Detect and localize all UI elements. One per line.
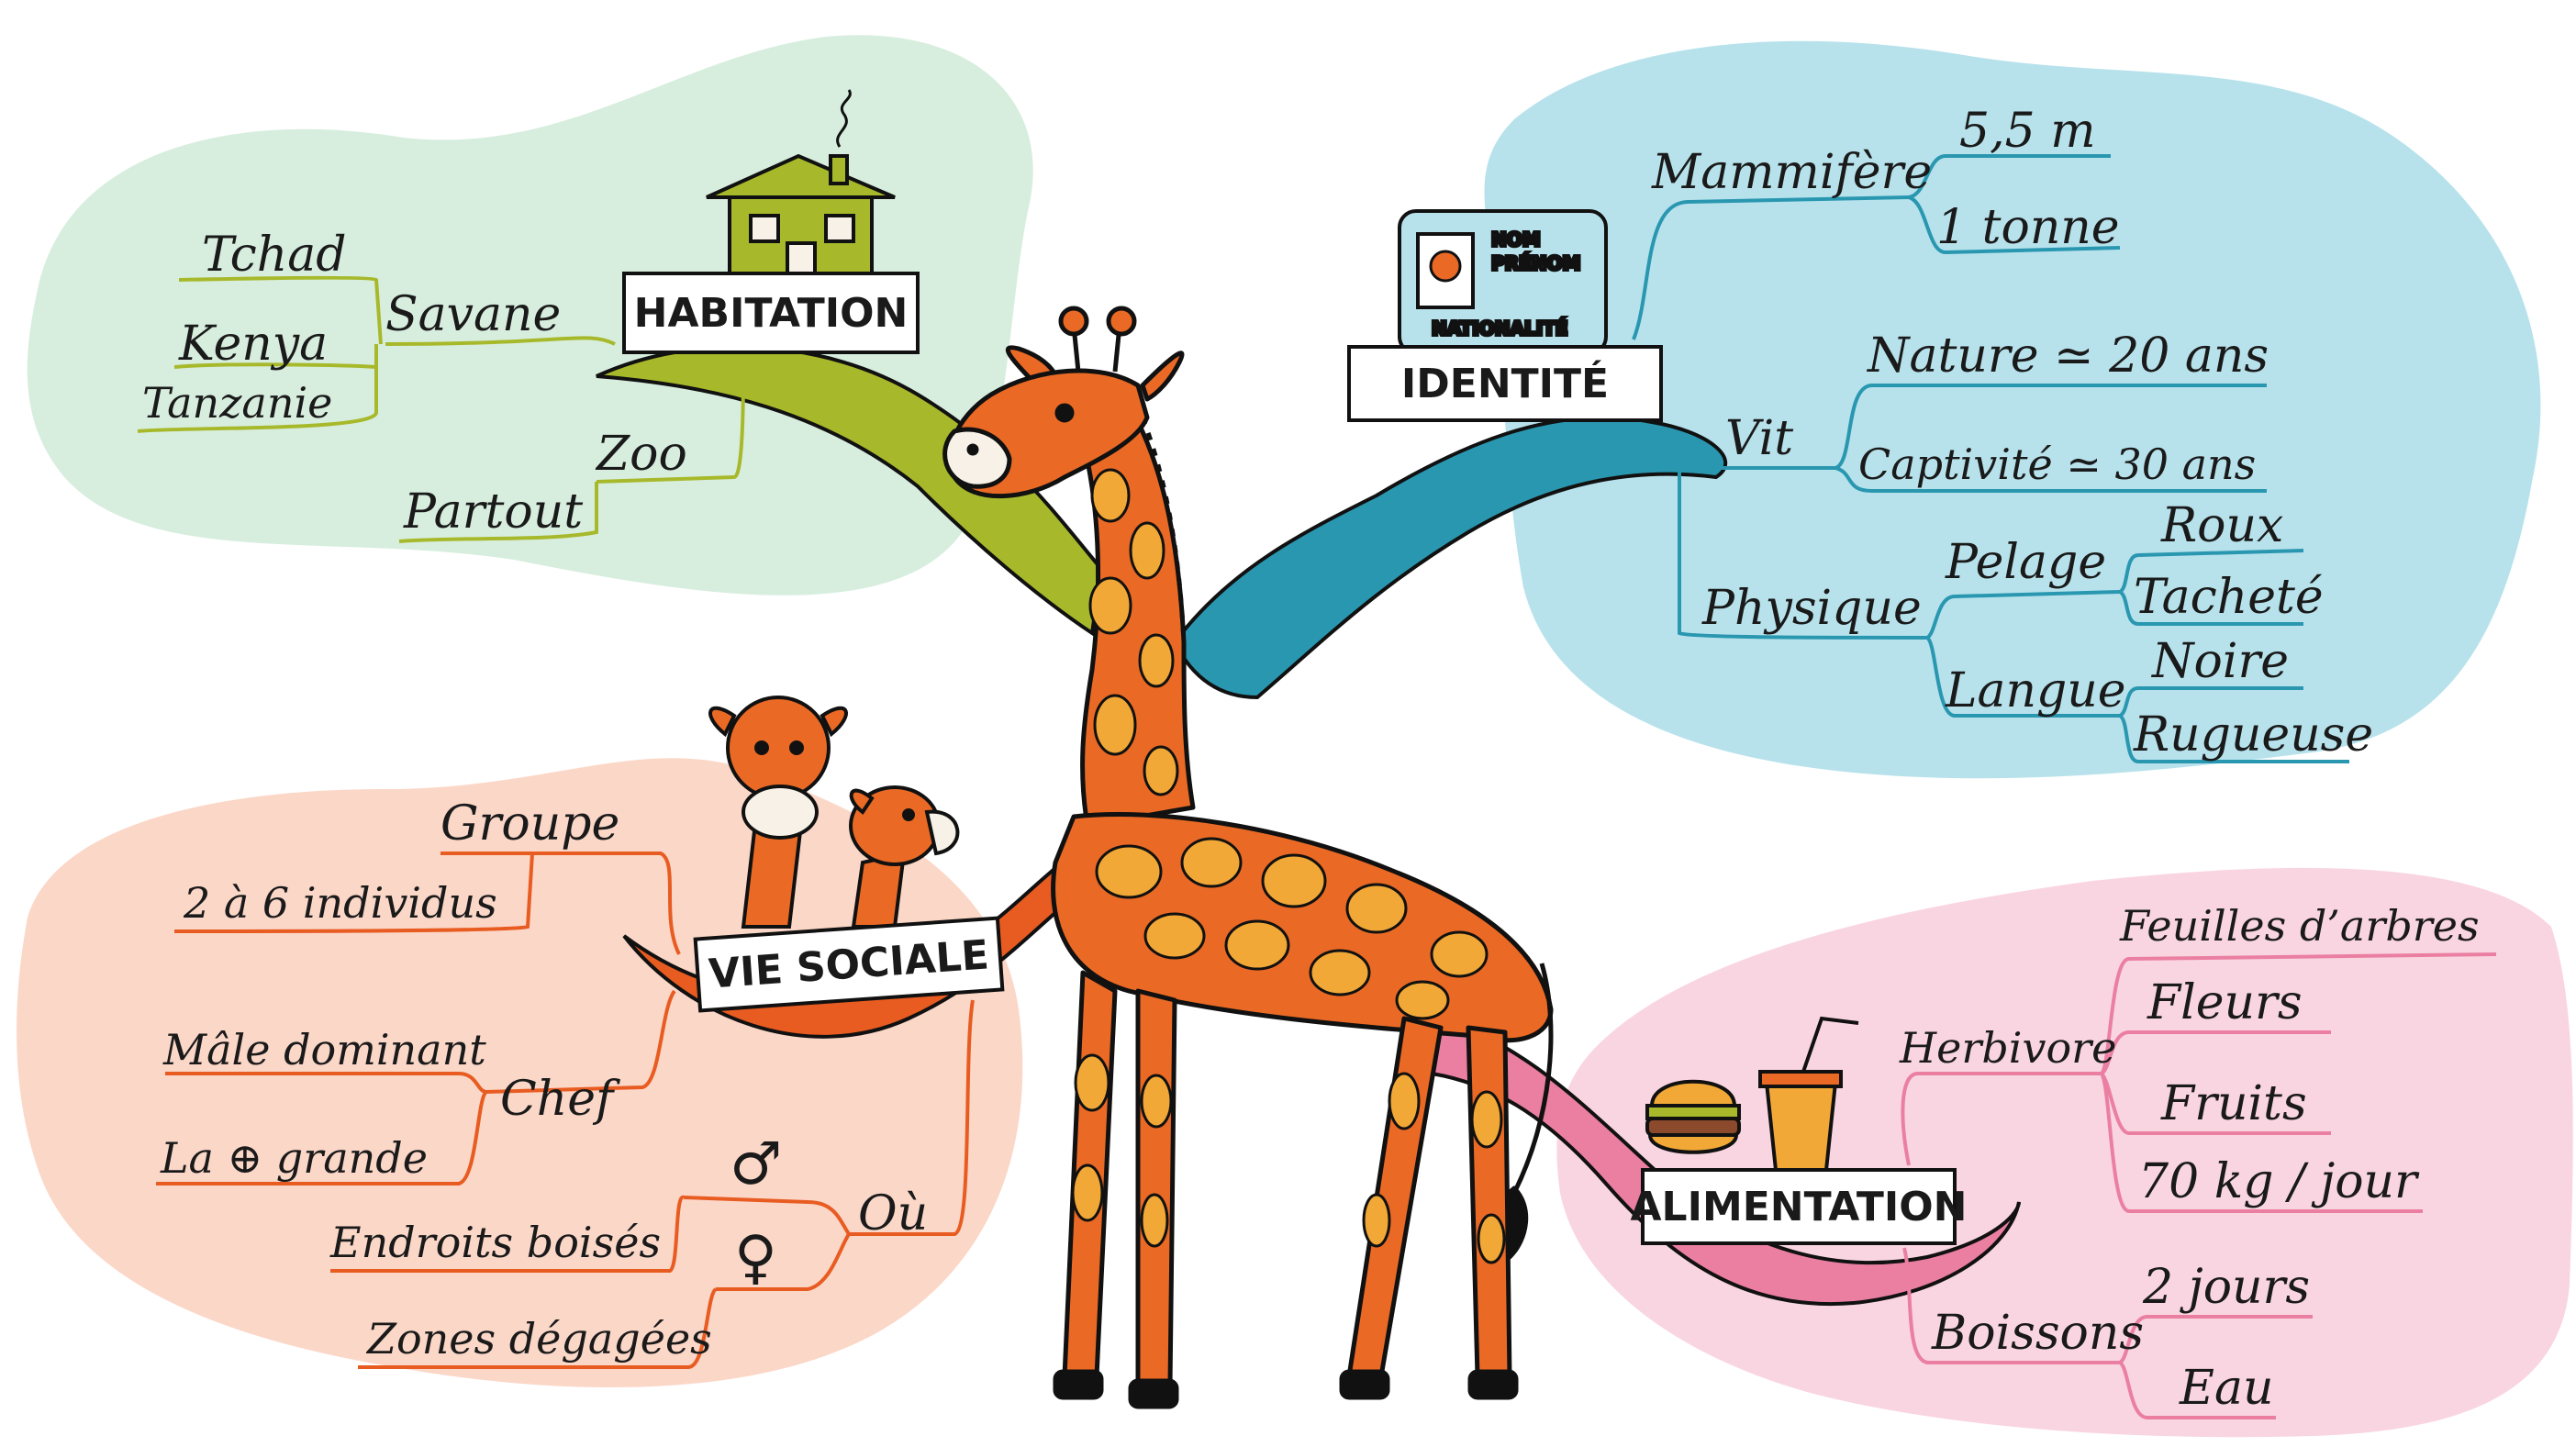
vie-sociale-groupe: Groupe <box>440 796 619 852</box>
identite-title-box: IDENTITÉ <box>1347 345 1663 422</box>
two-giraffes-icon <box>708 696 960 929</box>
identite-taille: 5,5 m <box>1959 104 2096 159</box>
habitation-title: HABITATION <box>634 290 909 337</box>
habitation-title-box: HABITATION <box>622 272 920 354</box>
alimentation-boissons: Boissons <box>1931 1306 2144 1361</box>
vie-sociale-title-box: VIE SOCIALE <box>693 916 1005 1013</box>
habitation-kenya: Kenya <box>178 317 328 372</box>
vie-sociale-la-plus-grande: La ⊕ grande <box>160 1133 428 1183</box>
identite-langue: Langue <box>1945 663 2126 718</box>
habitation-lines <box>137 275 745 543</box>
identite-physique: Physique <box>1701 581 1922 636</box>
identite-rugueuse: Rugueuse <box>2133 707 2373 762</box>
identite-nature: Nature ≃ 20 ans <box>1866 328 2269 384</box>
identite-mammifere: Mammifère <box>1651 145 1932 200</box>
alimentation-title: ALIMENTATION <box>1631 1184 1968 1230</box>
habitation-zoo: Zoo <box>595 427 687 482</box>
habitation-tchad: Tchad <box>202 228 347 283</box>
habitation-partout: Partout <box>403 484 583 540</box>
vie-sociale-ou: Où <box>858 1186 928 1241</box>
alimentation-fleurs: Fleurs <box>2147 975 2303 1030</box>
alimentation-feuilles: Feuilles d’arbres <box>2119 901 2480 951</box>
identite-zone <box>1484 40 2541 779</box>
vie-sociale-male-dominant: Mâle dominant <box>162 1025 486 1074</box>
alimentation-herbivore: Herbivore <box>1899 1023 2116 1073</box>
vie-sociale-lines <box>156 852 975 1369</box>
identite-poids: 1 tonne <box>1936 200 2120 255</box>
alimentation-eau: Eau <box>2179 1361 2273 1416</box>
identite-title: IDENTITÉ <box>1401 359 1609 407</box>
alimentation-quantite: 70 kg / jour <box>2138 1154 2420 1209</box>
habitation-tanzanie: Tanzanie <box>142 378 332 428</box>
identite-noire: Noire <box>2150 634 2289 689</box>
identite-branch <box>1172 415 1728 700</box>
identite-tachete: Tacheté <box>2134 570 2324 625</box>
card-nom: NOM <box>1491 228 1541 250</box>
vie-sociale-zones-degagees: Zones dégagées <box>365 1314 712 1364</box>
giraffe-illustration <box>942 306 1554 1409</box>
identite-roux: Roux <box>2160 498 2283 553</box>
alimentation-title-box: ALIMENTATION <box>1631 1168 1968 1245</box>
male-symbol: ♂ <box>730 1130 782 1198</box>
alimentation-deux-jours: 2 jours <box>2142 1260 2310 1315</box>
id-card-icon: NOM PRÉNOM NATIONALITÉ <box>1398 209 1608 355</box>
identite-lines <box>1632 154 2349 763</box>
identite-pelage: Pelage <box>1945 535 2106 590</box>
female-symbol: ♀ <box>734 1224 777 1292</box>
identite-captivite: Captivité ≃ 30 ans <box>1858 440 2256 489</box>
identite-vit: Vit <box>1725 411 1793 466</box>
vie-sociale-endroits-boises: Endroits boisés <box>329 1218 661 1267</box>
vie-sociale-individus: 2 à 6 individus <box>183 878 497 928</box>
alimentation-fruits: Fruits <box>2160 1076 2307 1131</box>
alimentation-lines <box>1901 952 2497 1419</box>
vie-sociale-chef: Chef <box>500 1072 620 1127</box>
card-nationalite: NATIONALITÉ <box>1432 317 1567 339</box>
card-prenom: PRÉNOM <box>1491 252 1580 274</box>
habitation-savane: Savane <box>385 287 561 342</box>
